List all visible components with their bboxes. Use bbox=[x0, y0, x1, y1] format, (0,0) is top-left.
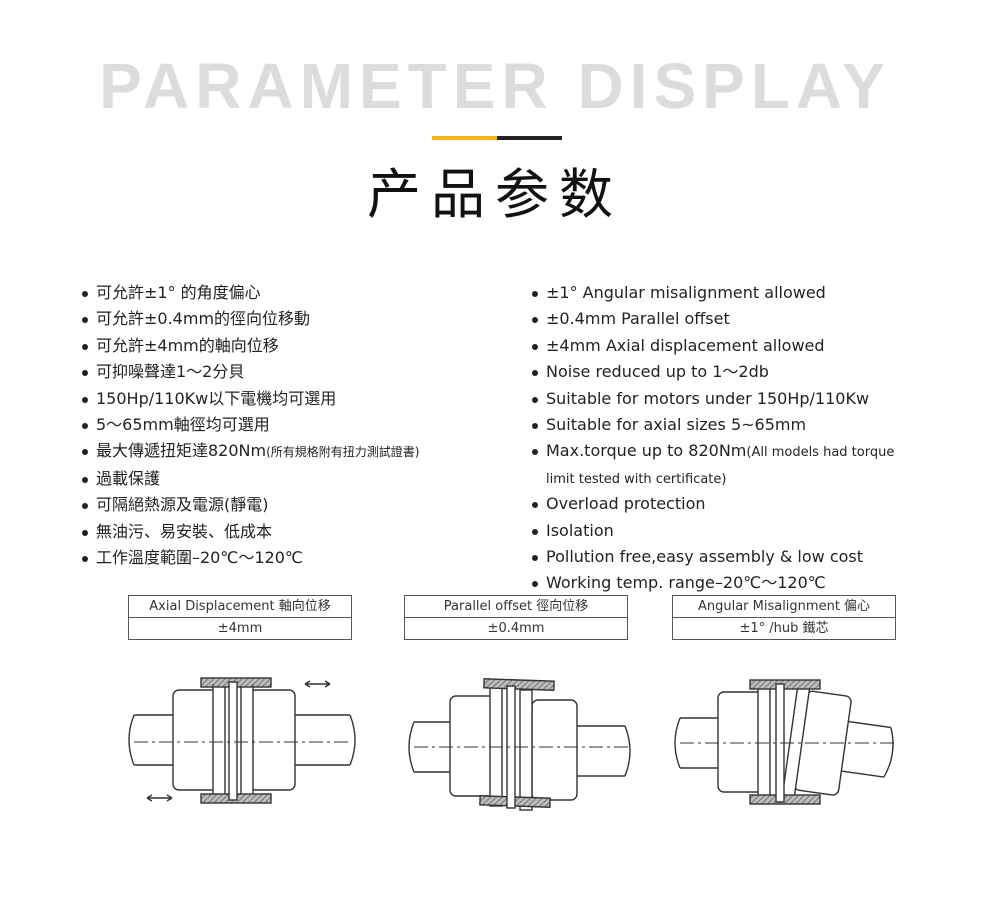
angular-misalignment-diagram bbox=[674, 679, 895, 805]
spec-table-parallel: Parallel offset 徑向位移 ±0.4mm bbox=[404, 595, 628, 640]
list-item: 可允許±4mm的軸向位移 bbox=[82, 333, 419, 359]
list-item: 過載保護 bbox=[82, 466, 419, 492]
list-item: 工作溫度範圍–20℃～120℃ bbox=[82, 545, 419, 571]
spec-table-axial: Axial Displacement 軸向位移 ±4mm bbox=[128, 595, 352, 640]
spec-label: Angular Misalignment 偏心 bbox=[697, 599, 871, 614]
spec-value: ±0.4mm bbox=[405, 617, 627, 639]
accent-divider bbox=[432, 136, 497, 140]
features-en-list: ±1° Angular misalignment allowed ±0.4mm … bbox=[532, 280, 926, 597]
parallel-offset-diagram bbox=[408, 678, 631, 811]
list-item: 可允許±0.4mm的徑向位移動 bbox=[82, 306, 419, 332]
list-item-main: 最大傳遞扭矩達820Nm bbox=[96, 441, 267, 461]
list-item: ±4mm Axial displacement allowed bbox=[532, 333, 926, 359]
list-item: 無油污、易安裝、低成本 bbox=[82, 519, 419, 545]
list-item: Working temp. range–20℃～120℃ bbox=[532, 570, 926, 596]
list-item: Noise reduced up to 1～2db bbox=[532, 359, 926, 385]
spec-value: ±1° /hub 鐵芯 bbox=[673, 617, 895, 639]
list-item: Isolation bbox=[532, 518, 926, 544]
page-title: 产品参数 bbox=[367, 163, 623, 226]
list-item: Overload protection bbox=[532, 491, 926, 517]
features-zh-list: 可允許±1° 的角度偏心 可允許±0.4mm的徑向位移動 可允許±4mm的軸向位… bbox=[82, 280, 419, 571]
list-item-note: (All models had torque limit tested with… bbox=[546, 445, 895, 487]
coupling-diagrams bbox=[128, 677, 895, 811]
list-item: Suitable for motors under 150Hp/110Kw bbox=[532, 386, 926, 412]
spec-table-angular: Angular Misalignment 偏心 ±1° /hub 鐵芯 bbox=[672, 595, 896, 640]
list-item: 可允許±1° 的角度偏心 bbox=[82, 280, 419, 306]
list-item-note: (所有規格附有扭力測試證書) bbox=[266, 445, 420, 460]
list-item: 150Hp/110Kw以下電機均可選用 bbox=[82, 386, 419, 412]
list-item: ±0.4mm Parallel offset bbox=[532, 306, 926, 332]
list-item: Max.torque up to 820Nm(All models had to… bbox=[532, 438, 926, 491]
hero-heading: PARAMETER DISPLAY bbox=[99, 50, 891, 122]
dark-divider bbox=[497, 136, 562, 140]
list-item: Suitable for axial sizes 5~65mm bbox=[532, 412, 926, 438]
list-item: Pollution free,easy assembly & low cost bbox=[532, 544, 926, 570]
list-item: 最大傳遞扭矩達820Nm(所有規格附有扭力測試證書) bbox=[82, 438, 419, 465]
spec-label: Axial Displacement 軸向位移 bbox=[149, 599, 331, 614]
list-item: 可隔絕熱源及電源(靜電) bbox=[82, 492, 419, 518]
list-item: 可抑噪聲達1～2分貝 bbox=[82, 359, 419, 385]
spec-value: ±4mm bbox=[129, 617, 351, 639]
list-item: 5～65mm軸徑均可選用 bbox=[82, 412, 419, 438]
list-item-main: Max.torque up to 820Nm bbox=[546, 441, 747, 461]
axial-displacement-diagram bbox=[128, 677, 356, 804]
list-item: ±1° Angular misalignment allowed bbox=[532, 280, 926, 306]
spec-label: Parallel offset 徑向位移 bbox=[443, 599, 589, 614]
